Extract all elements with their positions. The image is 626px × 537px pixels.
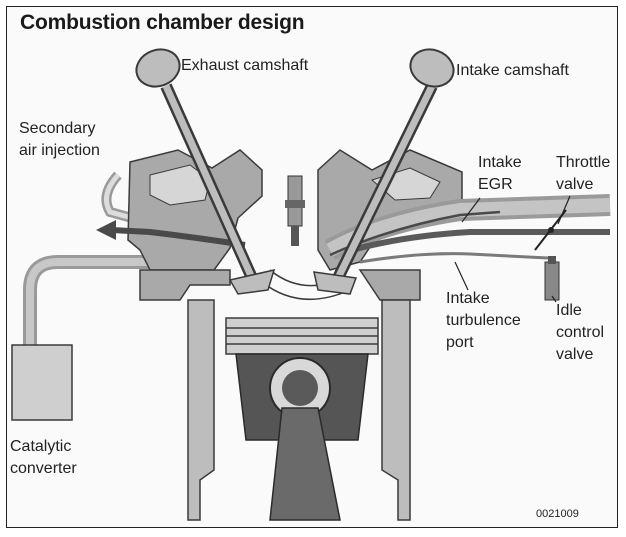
turbulence-port-label-line2: turbulence: [446, 312, 521, 329]
intake-manifold: [324, 194, 611, 264]
leader-lines: [454, 195, 571, 303]
intake-egr-label-line1: Intake: [478, 154, 522, 171]
intake-egr-label-line2: EGR: [478, 176, 513, 193]
connecting-rod: [269, 407, 341, 521]
catalytic-converter-label-line2: converter: [10, 460, 77, 477]
turbulence-port-label-line3: port: [446, 334, 474, 351]
idle-control-valve: [544, 256, 560, 301]
intake-valve: [313, 48, 455, 295]
throttle-valve-label-line1: Throttle: [556, 154, 611, 171]
spark-plug: [285, 175, 305, 246]
secondary-air-pipe: [101, 171, 134, 223]
figure-code: 0021009: [536, 508, 579, 520]
secondary-air-label-line1: Secondary: [19, 120, 96, 137]
idle-control-label-line2: control: [556, 324, 605, 341]
turbulence-port-label-line1: Intake: [446, 290, 490, 307]
catalytic-converter-label-line1: Catalytic: [10, 438, 72, 455]
throttle-valve-label-line2: valve: [556, 176, 594, 193]
catalytic-converter: [11, 255, 150, 421]
idle-control-label-line3: valve: [556, 346, 594, 363]
secondary-air-label-line2: air injection: [19, 142, 100, 159]
exhaust-valve: [135, 48, 276, 295]
piston: [225, 317, 379, 441]
idle-control-label-line1: Idle: [556, 302, 582, 319]
exhaust-camshaft-label: Exhaust camshaft: [181, 57, 309, 74]
intake-camshaft-label: Intake camshaft: [456, 62, 569, 79]
cylinder-block: [187, 299, 411, 521]
diagram-title: Combustion chamber design: [20, 11, 305, 34]
